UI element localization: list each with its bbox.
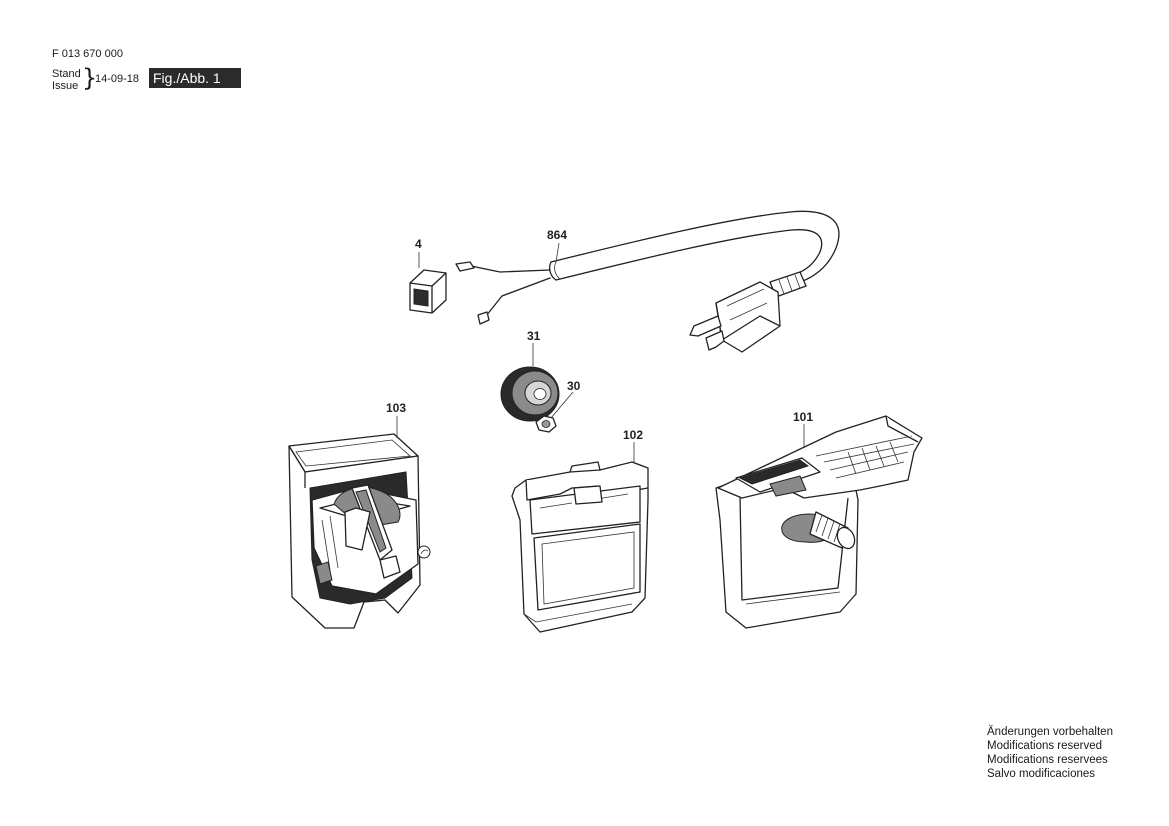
grommet-part xyxy=(500,366,560,422)
issue-label: Issue xyxy=(52,80,79,92)
callout-cord: 864 xyxy=(547,228,567,242)
switch-part xyxy=(409,269,447,314)
leader-line-nut xyxy=(550,391,574,419)
leader-line-cord xyxy=(555,242,560,263)
power-cord-part xyxy=(455,210,840,353)
brace-glyph: } xyxy=(82,64,98,92)
callout-nut: 30 xyxy=(567,379,581,393)
callout-grommet: 31 xyxy=(527,329,541,343)
figure-badge: Fig./Abb. 1 xyxy=(149,68,241,88)
housing-103-part xyxy=(288,433,431,629)
housing-102-part xyxy=(511,461,649,633)
callout-housing-103: 103 xyxy=(386,401,406,415)
notice-en: Modifications reserved xyxy=(987,740,1103,752)
callout-housing-101: 101 xyxy=(793,410,813,424)
notice-es: Salvo modificaciones xyxy=(987,768,1096,780)
notice-fr: Modifications reservees xyxy=(987,754,1108,766)
stand-label: Stand xyxy=(52,68,81,80)
callout-housing-102: 102 xyxy=(623,428,643,442)
part-number: F 013 670 000 xyxy=(52,48,123,60)
issue-date: 14-09-18 xyxy=(95,73,140,85)
housing-101-part xyxy=(715,415,923,629)
notice-de: Änderungen vorbehalten xyxy=(987,726,1113,738)
nut-part xyxy=(535,415,557,433)
callout-switch: 4 xyxy=(415,237,422,251)
